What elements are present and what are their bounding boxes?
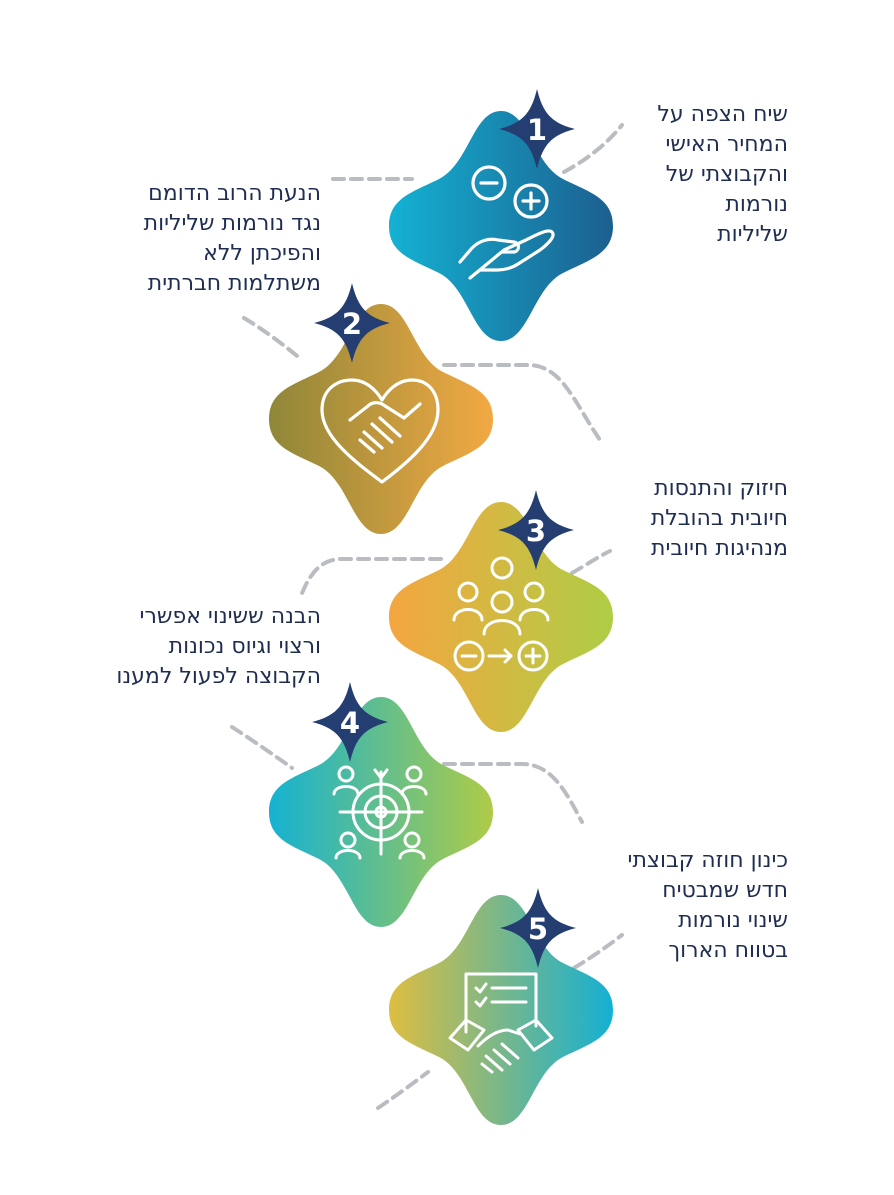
step-2-number: 2 xyxy=(342,307,362,341)
step-4-node: 4 xyxy=(269,682,493,927)
step-1-number: 1 xyxy=(527,113,547,147)
step-1-node: 1 xyxy=(389,89,613,341)
connector-line xyxy=(242,316,304,362)
step-5-line: כינון חוזה קבוצתי xyxy=(627,848,788,873)
step-2-line: הנעת הרוב הדומם xyxy=(148,181,321,206)
step-5-line: חדש שמבטיח xyxy=(662,878,788,903)
connector-line xyxy=(442,762,584,824)
heart-handshake-icon xyxy=(320,378,440,484)
step-2-text: הנעת הרוב הדומם נגד נורמות שליליות והפיכ… xyxy=(144,179,321,299)
step-2-line: נגד נורמות שליליות xyxy=(143,211,321,236)
step-1-line: נורמות xyxy=(725,192,788,217)
step-2-node: 2 xyxy=(269,283,493,534)
step-5-text: כינון חוזה קבוצתי חדש שמבטיח שינוי נורמו… xyxy=(628,846,788,966)
step-5-shape xyxy=(389,895,613,1125)
step-3-line: חיזוק והתנסות xyxy=(654,476,788,501)
step-1-shape xyxy=(389,111,613,341)
step-1-line: והקבוצתי של xyxy=(665,162,788,187)
step-3-node: 3 xyxy=(389,490,613,732)
minus-plus-hand-icon xyxy=(458,165,555,280)
step-4-number: 4 xyxy=(340,706,360,740)
group-minus-to-plus-icon xyxy=(452,556,550,672)
connector-line xyxy=(572,933,624,970)
step-5-number: 5 xyxy=(528,912,548,946)
connector-line xyxy=(230,725,294,770)
step-3-shape xyxy=(389,502,613,732)
step-5-node: 5 xyxy=(389,888,613,1125)
contract-handshake-icon xyxy=(448,972,554,1074)
step-2-line: משתלמות חברתית xyxy=(147,271,321,296)
step-1-line: שיח הצפה על xyxy=(657,102,788,127)
connector-line xyxy=(562,123,624,174)
step-1-line: המחיר האישי xyxy=(665,132,788,157)
step-4-line: הבנה ששינוי אפשרי xyxy=(139,604,321,629)
connector-line xyxy=(298,557,443,600)
step-3-line: חיובית בהובלת xyxy=(650,506,788,531)
target-people-icon xyxy=(332,765,428,860)
step-1-text: שיח הצפה על המחיר האישי והקבוצתי של נורמ… xyxy=(657,100,788,250)
step-5-line: בטווח הארוך xyxy=(668,938,788,963)
step-3-text: חיזוק והתנסות חיובית בהובלת מנהיגות חיוב… xyxy=(651,474,788,564)
step-5-line: שינוי נורמות xyxy=(678,908,788,933)
connector-line xyxy=(442,363,602,442)
step-4-line: הקבוצה לפעול למענו xyxy=(116,664,321,689)
step-4-line: ורצוי וגיוס נכונות xyxy=(168,634,321,659)
step-4-text: הבנה ששינוי אפשרי ורצוי וגיוס נכונות הקב… xyxy=(116,602,321,692)
step-3-line: מנהיגות חיובית xyxy=(651,536,788,561)
connector-line xyxy=(376,1070,430,1110)
step-2-line: והפיכתן ללא xyxy=(203,241,321,266)
step-1-line: שליליות xyxy=(717,222,788,247)
connectors xyxy=(230,123,624,1110)
connector-line xyxy=(570,549,612,575)
step-3-number: 3 xyxy=(526,514,546,548)
